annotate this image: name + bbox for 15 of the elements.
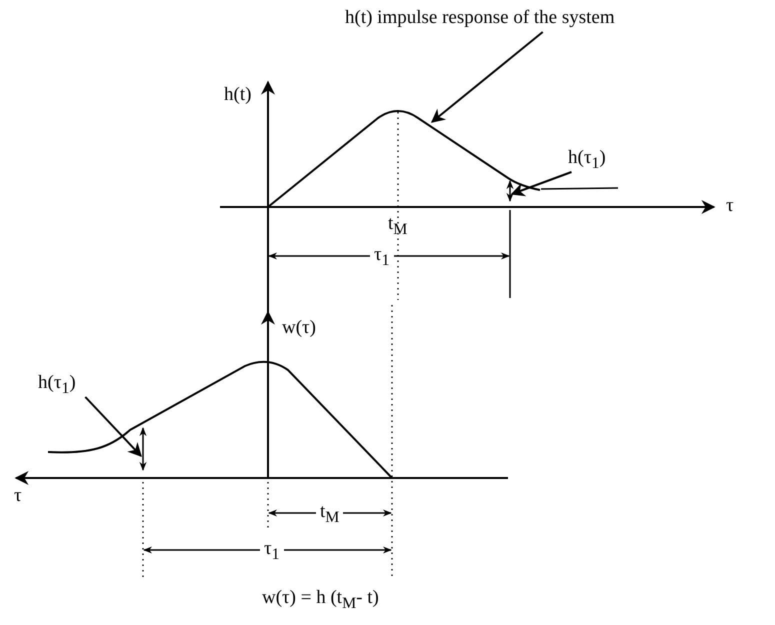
axis-label: τ: [14, 486, 22, 507]
label-text: h(τ$_{1}$): [38, 372, 76, 393]
leader-line: [430, 31, 544, 123]
leader-line: [84, 396, 142, 458]
label-text: h(t) impulse response of the system: [345, 7, 615, 28]
axis-label: τ: [726, 196, 734, 217]
leader-line: [540, 187, 618, 190]
tick-label: t$_{M}$: [388, 214, 408, 238]
measure-arrow: [139, 427, 147, 471]
equation-text: w(τ) = h (t$_{M}$- t): [262, 588, 379, 612]
axis-label: w(τ): [282, 318, 316, 339]
label-text: h(τ$_{1}$): [568, 147, 606, 168]
impulse-response-curve: [267, 110, 540, 208]
axis-label: h(t): [224, 85, 252, 106]
leader-line: [510, 171, 572, 196]
